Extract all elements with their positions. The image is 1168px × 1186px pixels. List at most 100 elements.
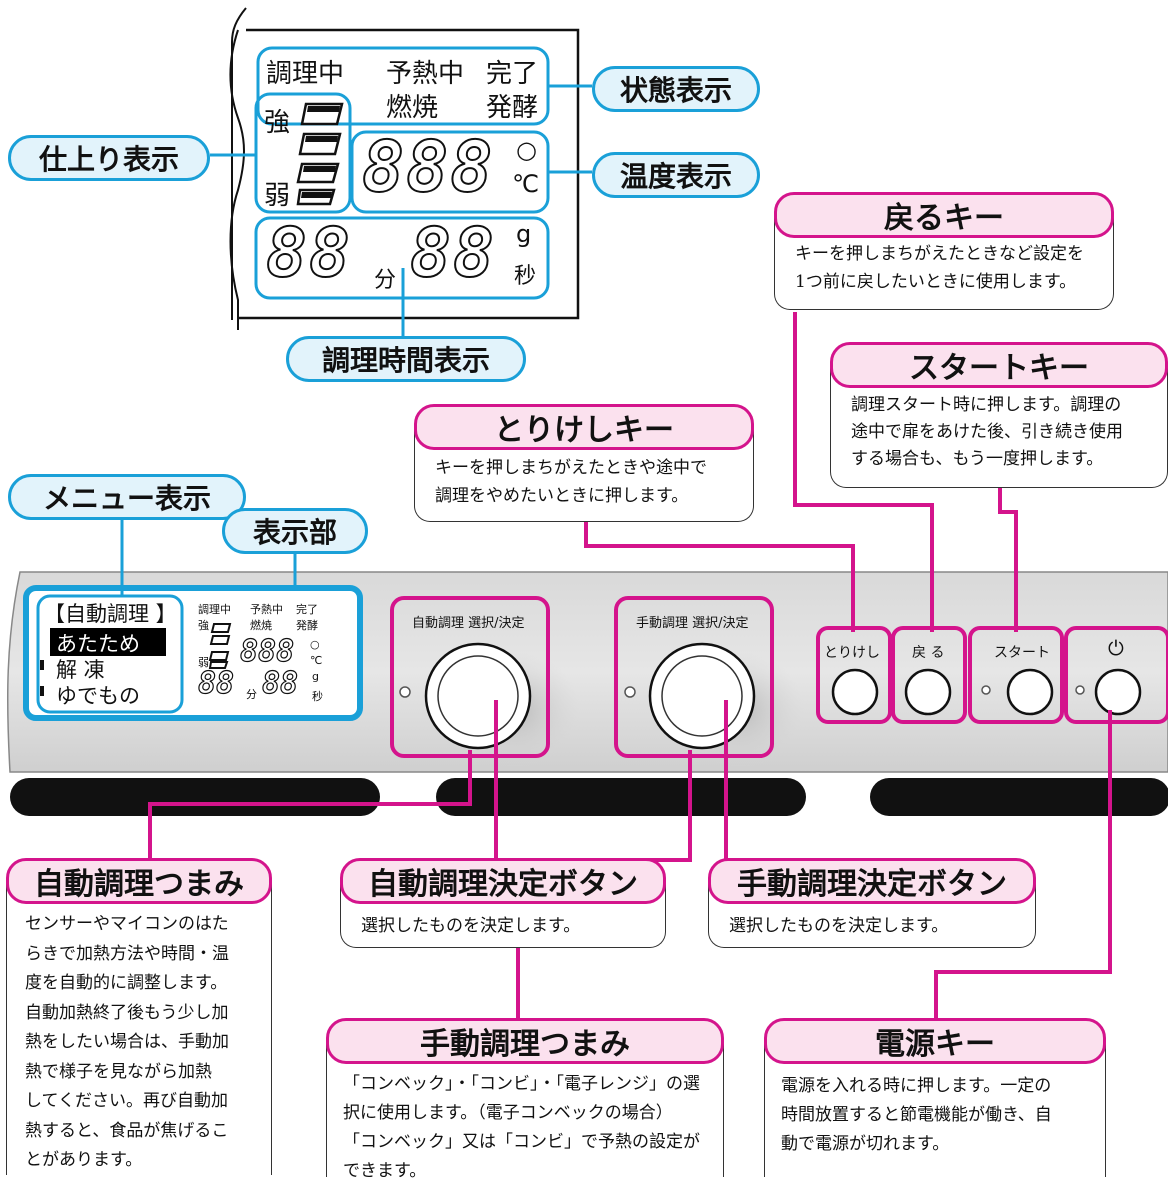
callout-cancel-line: 調理をやめたいときに押します。 — [435, 486, 689, 506]
callout-auto-knob-line: とがあります。 — [25, 1150, 143, 1170]
callout-back-key: キーを押しまちがえたときなど設定を 1つ前に戻したいときに使用します。 戻るキー — [774, 192, 1114, 310]
pill-finish-display: 仕上り表示 — [8, 135, 210, 181]
callout-auto-knob-line: らきで加熱方法や時間・温 — [25, 943, 229, 964]
finish-bars — [296, 102, 344, 206]
callout-manual-knob-line: 「コンベック」又は「コンビ」で予熱の設定が — [343, 1132, 700, 1152]
back-key[interactable] — [906, 670, 950, 714]
mini-strong: 強 — [198, 619, 209, 632]
time-seconds: 88 — [409, 213, 496, 294]
finish-strong: 強 — [264, 108, 291, 138]
auto-knob-label: 自動調理 選択/決定 — [412, 616, 525, 631]
pill-status-display: 状態表示 — [592, 66, 760, 112]
callout-auto-knob-line: 自動加熱終了後もう少し加 — [25, 1002, 229, 1023]
pill-display-section: 表示部 — [222, 508, 368, 554]
cancel-key[interactable] — [833, 670, 877, 714]
callout-auto-knob-line: 熱で様子を見ながら加熱 — [25, 1061, 212, 1082]
callout-manual-knob-line: できます。 — [343, 1161, 427, 1181]
mini-cooking: 調理中 — [198, 603, 231, 616]
manual-knob-label: 手動調理 選択/決定 — [636, 616, 749, 631]
callout-start-line: 途中で扉をあけた後、引き続き使用 — [851, 422, 1123, 442]
status-preheating: 予熱中 — [386, 59, 465, 89]
callout-power-line: 電源を入れる時に押します。一定の — [781, 1076, 1052, 1096]
callout-manual-knob: 「コンベック」・「コンビ」・「電子レンジ」の選 択に使用します。（電子コンベック… — [326, 1018, 724, 1181]
callout-back-line: キーを押しまちがえたときなど設定を — [795, 244, 1084, 264]
callout-auto-knob-line: 度を自動的に調整します。 — [25, 973, 228, 993]
callout-cancel-line: キーを押しまちがえたときや途中で — [435, 458, 707, 478]
status-combustion: 燃焼 — [386, 93, 439, 123]
status-fermentation: 発酵 — [486, 93, 539, 123]
status-cooking: 調理中 — [266, 59, 345, 89]
callout-back-title: 戻るキー — [774, 192, 1114, 238]
slot-right — [870, 778, 1168, 816]
mini-combustion: 燃焼 — [250, 619, 272, 632]
callout-manual-button-title: 手動調理決定ボタン — [708, 858, 1036, 904]
finish-frame — [254, 92, 352, 214]
callout-power-key: 電源を入れる時に押します。一定の 時間放置すると節電機能が働き、自 動で電源が切… — [764, 1018, 1106, 1177]
time-second-unit: 秒 — [514, 264, 537, 289]
mini-gram: g — [312, 670, 319, 683]
mini-done: 完了 — [296, 603, 318, 616]
pill-menu-display: メニュー表示 — [8, 474, 246, 520]
callout-manual-knob-line: 「コンベック」・「コンビ」・「電子レンジ」の選 — [343, 1074, 700, 1094]
start-key-label: スタート — [994, 645, 1050, 661]
slot-middle — [436, 778, 806, 816]
back-key-label: 戻 る — [912, 645, 945, 661]
mini-minute-unit: 分 — [246, 688, 257, 701]
mini-degree: ○ — [310, 638, 320, 651]
callout-auto-knob-line: 熱すると、食品が焦げるこ — [25, 1120, 229, 1141]
auto-knob[interactable] — [426, 644, 530, 748]
status-done: 完了 — [486, 59, 539, 89]
mini-seconds: 88 — [261, 665, 299, 701]
power-key[interactable] — [1096, 670, 1140, 714]
callout-auto-button-title: 自動調理決定ボタン — [340, 858, 666, 904]
temp-degree: ○ — [516, 136, 537, 164]
finish-weak: 弱 — [264, 181, 291, 211]
callout-manual-knob-line: 択に使用します。（電子コンベックの場合） — [343, 1103, 673, 1123]
mini-weak: 弱 — [198, 656, 209, 669]
callout-auto-knob-line: してください。再び自動加 — [25, 1091, 228, 1111]
callout-auto-knob-line: センサーやマイコンのはた — [25, 914, 229, 934]
power-icon: ⏻ — [1108, 636, 1124, 660]
mini-celsius: ℃ — [310, 654, 323, 667]
menu-header: 【自動調理 】 — [44, 602, 177, 626]
callout-manual-button: 選択したものを決定します。 手動調理決定ボタン — [708, 858, 1036, 948]
callout-cancel-key: キーを押しまちがえたときや途中で 調理をやめたいときに押します。 とりけしキー — [414, 404, 754, 522]
pill-temp-display: 温度表示 — [592, 152, 760, 198]
callout-manual-knob-title: 手動調理つまみ — [326, 1018, 724, 1064]
callout-power-title: 電源キー — [764, 1018, 1106, 1064]
manual-knob[interactable] — [650, 644, 754, 748]
callout-start-key: 調理スタート時に押します。調理の 途中で扉をあけた後、引き続き使用 する場合も、… — [830, 342, 1168, 488]
slot-left — [10, 778, 380, 816]
callout-auto-knob-line: 熱をしたい場合は、手動加 — [25, 1032, 229, 1052]
menu-selected-item: あたため — [56, 632, 140, 656]
mini-lcd — [23, 585, 363, 721]
callout-auto-knob: センサーやマイコンのはた らきで加熱方法や時間・温 度を自動的に調整します。 自… — [6, 858, 272, 1175]
time-minutes: 88 — [265, 213, 352, 294]
callout-cancel-title: とりけしキー — [414, 404, 754, 450]
mini-temp: 888 — [239, 633, 295, 669]
mini-fermentation: 発酵 — [296, 619, 318, 632]
time-minute-unit: 分 — [374, 268, 397, 293]
callout-start-title: スタートキー — [830, 342, 1168, 388]
callout-power-line: 動で電源が切れます。 — [781, 1134, 950, 1154]
callout-auto-button-line: 選択したものを決定します。 — [361, 916, 581, 936]
menu-selected-bg — [50, 628, 166, 656]
callout-start-line: する場合も、もう一度押します。 — [851, 449, 1104, 469]
mini-minutes: 88 — [197, 665, 235, 701]
callout-auto-knob-title: 自動調理つまみ — [6, 858, 272, 904]
temp-digits: 888 — [361, 125, 495, 209]
callout-back-line: 1つ前に戻したいときに使用します。 — [795, 272, 1077, 292]
mini-second-unit: 秒 — [312, 690, 323, 703]
mini-preheating: 予熱中 — [250, 603, 283, 616]
menu-item-defrost: 解 凍 — [56, 658, 105, 682]
callout-start-line: 調理スタート時に押します。調理の — [851, 395, 1122, 415]
callout-manual-button-line: 選択したものを決定します。 — [729, 916, 949, 936]
temp-celsius: ℃ — [512, 170, 539, 198]
callout-auto-button: 選択したものを決定します。 自動調理決定ボタン — [340, 858, 666, 948]
cancel-key-label: とりけし — [824, 645, 880, 661]
callout-power-line: 時間放置すると節電機能が働き、自 — [781, 1105, 1052, 1125]
pill-time-display: 調理時間表示 — [286, 336, 526, 382]
gram-unit: g — [516, 220, 532, 248]
start-key[interactable] — [1008, 670, 1052, 714]
